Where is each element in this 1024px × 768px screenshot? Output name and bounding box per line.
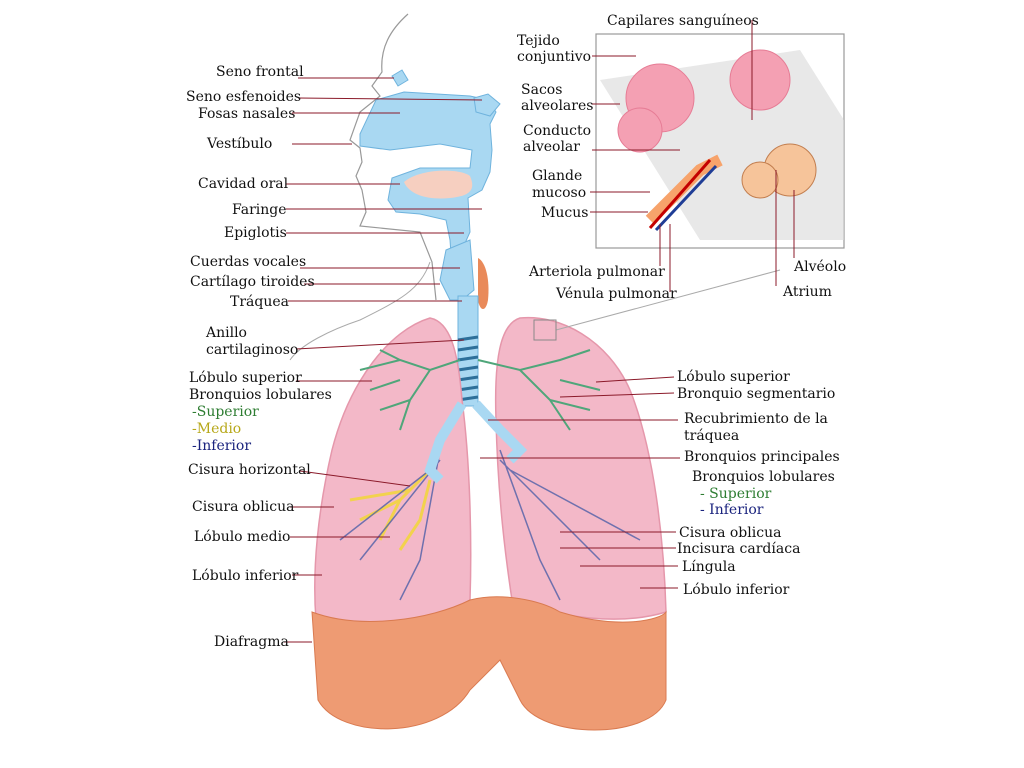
label-capilares: Capilares sanguíneos (607, 13, 759, 29)
label-anillo-2: cartilaginoso (206, 342, 299, 358)
label-conducto-2: alveolar (523, 139, 580, 155)
label-fosas-nasales: Fosas nasales (198, 106, 296, 122)
label-conducto-1: Conducto (523, 123, 592, 139)
label-cuerdas-vocales: Cuerdas vocales (190, 254, 307, 270)
label-superior-left: -Superior (192, 404, 259, 420)
head-profile-outline (349, 13, 437, 301)
label-bronquios-principales: Bronquios principales (684, 449, 840, 465)
label-tejido-1: Tejido (517, 33, 560, 49)
label-venula: Vénula pulmonar (556, 286, 677, 302)
label-superior-right: - Superior (700, 486, 772, 502)
inset-connector (555, 269, 781, 331)
label-seno-esfenoides: Seno esfenoides (186, 89, 302, 105)
vein (654, 164, 718, 232)
label-recubrimiento-1: Recubrimiento de la (684, 411, 828, 427)
alveolar-sacs (617, 49, 791, 153)
label-bronquio-segmentario: Bronquio segmentario (677, 386, 836, 402)
label-lobulo-inferior-right: Lóbulo inferior (683, 582, 790, 598)
label-alveolo: Alvéolo (794, 259, 847, 275)
esophagus (478, 258, 489, 309)
label-glande-2: mucoso (532, 185, 587, 201)
label-arteriola: Arteriola pulmonar (529, 264, 665, 280)
label-lobulo-superior-left: Lóbulo superior (189, 370, 302, 386)
label-lobulo-medio: Lóbulo medio (194, 529, 291, 545)
label-bronquios-lobulares-right: Bronquios lobulares (692, 469, 835, 485)
label-lobulo-inferior-left: Lóbulo inferior (192, 568, 299, 584)
label-lobulo-superior-right: Lóbulo superior (677, 369, 790, 385)
label-bronquios-lobulares-left: Bronquios lobulares (189, 387, 332, 403)
label-sacos-2: alveolares (521, 98, 594, 114)
label-mucus: Mucus (541, 205, 589, 221)
neck-outline (289, 261, 431, 361)
tongue (404, 170, 473, 199)
label-inferior-right: - Inferior (700, 502, 764, 518)
label-anillo-1: Anillo (206, 325, 247, 341)
diaphragm-shape (311, 596, 667, 731)
bronchi-green (359, 349, 601, 431)
label-traquea: Tráquea (230, 294, 289, 310)
label-medio-left: -Medio (192, 421, 242, 437)
alveolus-cluster (741, 143, 817, 199)
middle-lobe-yellow (349, 468, 432, 551)
label-tejido-2: conjuntivo (517, 49, 592, 65)
leader-lines (284, 20, 795, 643)
label-incisura-cardiaca: Incisura cardíaca (677, 541, 801, 557)
main-bronchi (424, 400, 528, 484)
left-lung-shape (494, 316, 667, 620)
label-cavidad-oral: Cavidad oral (198, 176, 289, 192)
label-glande-1: Glande (532, 168, 583, 184)
artery (648, 159, 712, 229)
label-lingula: Língula (682, 559, 736, 575)
trachea-rings (457, 335, 479, 402)
label-atrium: Atrium (783, 284, 832, 300)
label-epiglotis: Epiglotis (224, 225, 287, 241)
label-sacos-1: Sacos (521, 82, 563, 98)
label-recubrimiento-2: tráquea (684, 428, 740, 444)
label-diafragma: Diafragma (214, 634, 289, 650)
label-faringe: Faringe (232, 202, 287, 218)
label-vestibulo: Vestíbulo (207, 136, 273, 152)
label-cisura-horizontal: Cisura horizontal (188, 462, 311, 478)
label-cartilago-tiroides: Cartílago tiroides (190, 274, 315, 290)
bronchi-blue (339, 449, 641, 601)
inset-source-box (533, 319, 557, 341)
frontal-sinus (391, 69, 409, 87)
label-inferior-left: -Inferior (192, 438, 252, 454)
label-cisura-oblicua-right: Cisura oblicua (679, 525, 782, 541)
larynx (439, 239, 475, 301)
label-seno-frontal: Seno frontal (216, 64, 304, 80)
label-cisura-oblicua-left: Cisura oblicua (192, 499, 295, 515)
